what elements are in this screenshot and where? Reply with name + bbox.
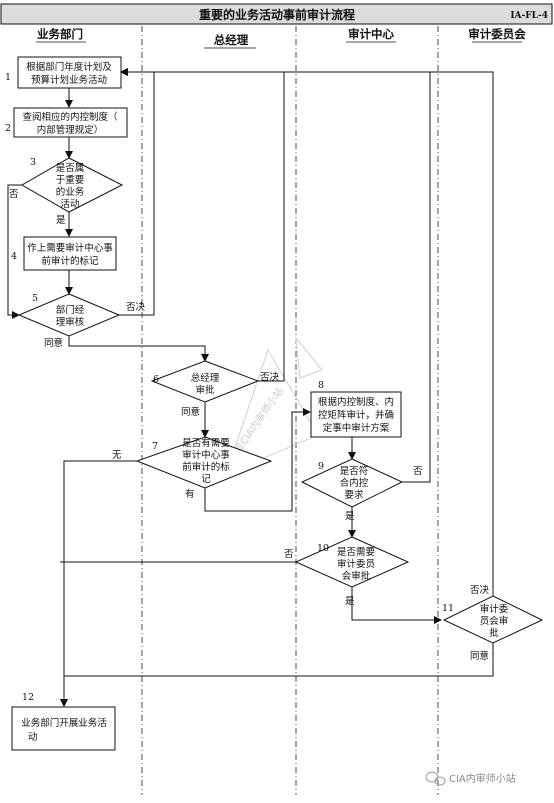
step-10-no-label: 否 <box>284 549 294 560</box>
step-9-number: 9 <box>318 461 324 472</box>
step-1-line-2: 预算计划业务活动 <box>31 74 107 86</box>
step-8-line-1: 根据内控制度、内 <box>318 396 394 408</box>
footer-watermark: CIA内审师小站 <box>425 771 516 786</box>
step-9-yes-label: 是 <box>345 511 355 522</box>
step-11-decision <box>442 595 544 644</box>
step-3-line-3: 的业务 <box>56 186 85 198</box>
step-5-reject-label: 否决 <box>126 301 146 313</box>
step-8-box <box>310 391 402 438</box>
step-9-no-label: 否 <box>413 466 423 477</box>
step-2-number: 2 <box>5 123 11 134</box>
step-2-line-2: 内部管理规定） <box>37 124 104 136</box>
step-9-line-1: 是否符 <box>340 465 369 477</box>
step-3-line-4: 活动 <box>60 198 79 210</box>
step-11-number: 11 <box>442 603 454 614</box>
step-2-box <box>13 107 128 138</box>
step-5-line-2: 理审核 <box>56 316 85 328</box>
step-3-no-label: 否 <box>9 189 19 200</box>
lane-dividers <box>141 26 439 795</box>
step-3-line-2: 于重要 <box>56 174 85 186</box>
step-6-agree-label: 同意 <box>181 406 200 418</box>
step-1-number: 1 <box>5 72 11 83</box>
step-2-line-1: 查阅相应的内控制度（ <box>22 111 118 123</box>
step-10-line-2: 审计委员 <box>337 558 375 570</box>
step-8-line-2: 控矩阵审计，并确 <box>318 409 394 421</box>
step-6-line-2: 审批 <box>195 384 215 396</box>
step-10-number: 10 <box>317 543 329 554</box>
step-7-line-1: 是否有需要 <box>182 437 230 449</box>
step-11-line-3: 批 <box>489 627 499 639</box>
step-7-have-label: 有 <box>185 488 195 500</box>
step-10-line-1: 是否需要 <box>337 547 375 558</box>
step-4-line-1: 作上需要审计中心事 <box>27 242 113 254</box>
step-8-number: 8 <box>318 380 324 391</box>
lane-general-manager: 总经理 <box>214 33 249 47</box>
step-9-line-2: 合内控 <box>340 477 369 489</box>
step-12-box <box>11 706 116 751</box>
header-bar <box>0 3 553 25</box>
step-7-line-4: 记 <box>201 473 211 485</box>
step-4-line-2: 前审计的标记 <box>41 255 99 267</box>
step-9-line-3: 要求 <box>344 489 364 501</box>
step-10-line-3: 会审批 <box>342 570 371 582</box>
step-6-reject-label: 否决 <box>260 371 280 383</box>
step-1-line-1: 根据部门年度计划及 <box>26 61 112 73</box>
step-3-number: 3 <box>30 157 36 168</box>
step-9-decision <box>300 458 404 508</box>
step-12-number: 12 <box>22 692 34 703</box>
step-7-none-label: 无 <box>112 450 122 461</box>
diagram-title: 重要的业务活动事前审计流程 <box>199 7 355 22</box>
step-6-line-1: 总经理 <box>191 372 220 384</box>
step-8-line-3: 定事中审计方案 <box>323 422 390 434</box>
step-7-number: 7 <box>152 441 158 452</box>
step-6-decision <box>150 360 260 403</box>
lane-audit-center: 审计中心 <box>348 27 394 41</box>
step-1-box <box>17 56 122 89</box>
document-code: IA-FL-4 <box>510 11 548 21</box>
step-4-number: 4 <box>11 251 17 262</box>
step-3-yes-label: 是 <box>56 215 66 226</box>
lane-business-dept: 业务部门 <box>37 27 83 41</box>
step-5-number: 5 <box>32 293 38 304</box>
step-4-box <box>23 236 117 271</box>
footer-text: CIA内审师小站 <box>449 772 516 785</box>
step-3-decision <box>20 157 124 213</box>
step-11-agree-label: 同意 <box>470 650 489 662</box>
step-7-line-2: 审计中心事 <box>182 449 230 461</box>
step-11-reject-label: 否决 <box>470 584 490 596</box>
step-5-line-1: 部门经 <box>56 304 85 316</box>
step-3-line-1: 是否属 <box>56 163 85 174</box>
step-11-line-1: 审计委 <box>480 603 509 615</box>
step-10-decision <box>294 536 410 588</box>
step-10-yes-label: 是 <box>345 596 355 607</box>
wechat-icon <box>425 771 446 786</box>
step-12-line-2: 动 <box>28 732 38 743</box>
step-7-decision <box>135 436 273 489</box>
step-5-agree-label: 同意 <box>44 337 63 349</box>
step-7-line-3: 前审计的标 <box>182 461 230 473</box>
step-11-line-2: 员会审 <box>480 615 509 627</box>
step-6-number: 6 <box>153 374 159 385</box>
step-12-line-1: 业务部门开展业务活 <box>21 717 107 729</box>
step-5-decision <box>17 293 121 337</box>
lane-audit-committee: 审计委员会 <box>468 27 526 41</box>
